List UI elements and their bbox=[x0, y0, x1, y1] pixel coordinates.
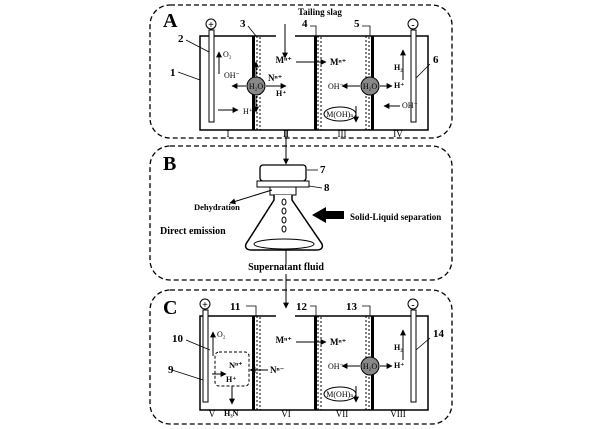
tailing-slag-label: Tailing slag bbox=[298, 7, 342, 17]
channel-label-6: VI bbox=[281, 409, 291, 419]
callout-4: 4 bbox=[302, 18, 308, 30]
anode-sign-a: + bbox=[208, 20, 214, 31]
h2o-label-a-right: H₂O bbox=[363, 82, 378, 91]
precipitate-ellipse-c bbox=[323, 386, 357, 402]
flask-neck bbox=[269, 186, 297, 196]
membrane-11 bbox=[252, 315, 261, 411]
water-circle-c bbox=[360, 356, 380, 376]
h-label-a-bottom: H⁺ bbox=[243, 107, 253, 116]
h2-label-c: H₂ bbox=[394, 343, 403, 352]
callout-14: 14 bbox=[433, 328, 445, 340]
panel-b-frame bbox=[149, 145, 453, 281]
channel-label-3: III bbox=[338, 129, 347, 139]
h-label-c: H⁺ bbox=[226, 375, 236, 384]
callout-5: 5 bbox=[354, 18, 360, 30]
anode-electrode-c bbox=[202, 309, 209, 403]
direct-emission-label: Direct emission bbox=[160, 226, 226, 237]
channel-label-5: V bbox=[209, 409, 216, 419]
callout-13: 13 bbox=[346, 301, 358, 313]
callout-7: 7 bbox=[320, 164, 326, 176]
flask-cap-base bbox=[256, 180, 310, 188]
cathode-terminal-a bbox=[407, 18, 419, 30]
oh-label-c: OH⁻ bbox=[328, 362, 344, 371]
h-label-a-right: H⁺ bbox=[394, 81, 404, 90]
channel-label-8: VIII bbox=[390, 409, 406, 419]
membrane-12 bbox=[314, 315, 322, 411]
water-circle-a-right bbox=[360, 76, 380, 96]
anode-terminal-a bbox=[205, 18, 217, 30]
channel-label-7: VII bbox=[336, 409, 349, 419]
flask-cap bbox=[259, 164, 307, 182]
oh-label-a-mid: OH⁻ bbox=[328, 82, 344, 91]
h2o-label-a-left: H₂O bbox=[249, 82, 264, 91]
callout-8: 8 bbox=[324, 182, 330, 194]
callout-2: 2 bbox=[178, 33, 184, 45]
metal-ion-label-a-1: Mⁿ⁺ bbox=[276, 55, 293, 65]
callout-11: 11 bbox=[230, 301, 240, 313]
precipitate-ellipse-a bbox=[323, 106, 357, 122]
anode-terminal-c bbox=[199, 298, 211, 310]
cathode-electrode-c bbox=[410, 309, 417, 403]
panel-a-frame bbox=[149, 4, 453, 139]
drop-icon bbox=[281, 225, 287, 233]
anode-sign-c: + bbox=[202, 300, 208, 311]
metal-ion-label-a-2: Mⁿ⁺ bbox=[330, 57, 347, 67]
cathode-sign-c: - bbox=[411, 300, 414, 311]
drop-icon bbox=[281, 207, 287, 215]
callout-12: 12 bbox=[296, 301, 308, 313]
cathode-sign-a: - bbox=[411, 20, 414, 31]
channel-label-1: I bbox=[227, 129, 230, 139]
h-label-c-right: H⁺ bbox=[394, 361, 404, 370]
channel-label-4: IV bbox=[393, 129, 403, 139]
o2-label-c: O₂ bbox=[217, 330, 226, 339]
callout-3: 3 bbox=[240, 18, 246, 30]
panel-c-letter: C bbox=[163, 297, 177, 319]
panel-b: B 7 8 Dehydration Direct emission Solid-… bbox=[149, 145, 453, 281]
cathode-terminal-c bbox=[407, 298, 419, 310]
panel-c: C + - H₂O bbox=[149, 289, 453, 425]
dehydration-label: Dehydration bbox=[194, 202, 240, 212]
drop-icon bbox=[281, 198, 287, 206]
callout-9: 9 bbox=[168, 364, 174, 376]
solid-liquid-separation-label: Solid-Liquid separation bbox=[350, 212, 441, 222]
oh-label-a-far: OH⁻ bbox=[402, 101, 418, 110]
o2-label-a: O₂ bbox=[223, 50, 232, 59]
oh-label-a-left: OH⁻ bbox=[224, 71, 240, 80]
callout-6: 6 bbox=[433, 54, 439, 66]
drop-icon bbox=[281, 216, 287, 224]
supernatant-fluid-label: Supernatant fluid bbox=[248, 262, 324, 273]
callout-10: 10 bbox=[172, 333, 184, 345]
water-circle-a-left bbox=[246, 76, 266, 96]
n-cation-label-a: Nⁿ⁺ bbox=[268, 73, 283, 83]
panel-a-letter: A bbox=[163, 10, 178, 32]
ammonia-label: H₃N bbox=[224, 409, 239, 418]
separation-arrow-icon bbox=[312, 207, 344, 223]
h2-label-a: H₂ bbox=[394, 63, 403, 72]
n-cation-label-c: Nⁿ⁺ bbox=[229, 360, 243, 370]
anode-electrode-a bbox=[208, 29, 215, 123]
precipitate-label-a: M(OH)ₙ bbox=[326, 110, 354, 119]
panel-a: A + - H₂O H₂O bbox=[149, 4, 453, 139]
metal-ion-label-c-1: Mⁿ⁺ bbox=[276, 335, 293, 345]
membrane-4 bbox=[314, 35, 322, 131]
callout-1: 1 bbox=[170, 67, 176, 79]
h-label-a-center: H⁺ bbox=[276, 89, 286, 98]
cathode-electrode-a bbox=[410, 29, 417, 123]
panel-b-letter: B bbox=[163, 153, 176, 175]
metal-ion-label-c-2: Mⁿ⁺ bbox=[330, 337, 347, 347]
precipitate-label-c: M(OH)ₙ bbox=[326, 390, 354, 399]
n-anion-label-c: Nⁿ⁻ bbox=[270, 365, 285, 375]
h2o-label-c: H₂O bbox=[363, 362, 378, 371]
panel-c-frame bbox=[149, 289, 453, 425]
